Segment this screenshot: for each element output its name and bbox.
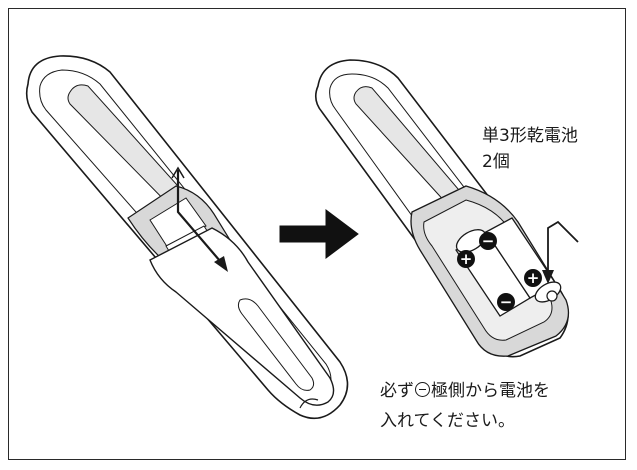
battery-type: 単3形乾電池 xyxy=(482,126,578,146)
plus-symbol: + xyxy=(527,269,540,287)
instruction-line-1-post: 極側から電池を xyxy=(431,381,550,401)
minus-terminal-icon xyxy=(415,382,430,397)
remote-right xyxy=(314,59,579,358)
minus-circle-icon: − xyxy=(497,293,515,311)
minus-circle-icon: − xyxy=(479,232,497,250)
right-arrow-icon xyxy=(279,209,359,259)
remote-left xyxy=(25,55,349,420)
instruction-line-1: 必ず極側から電池を xyxy=(380,376,550,406)
instruction-line-1-pre: 必ず xyxy=(380,381,414,401)
plus-symbol: + xyxy=(460,250,473,268)
insert-arrow-icon xyxy=(542,220,579,284)
slide-arrow-icon xyxy=(171,166,228,272)
plus-circle-icon: + xyxy=(524,269,542,287)
battery-label: 単3形乾電池 2個 xyxy=(482,123,578,175)
minus-symbol: − xyxy=(482,232,495,250)
minus-symbol: − xyxy=(500,293,513,311)
plus-circle-icon: + xyxy=(457,250,475,268)
battery-count: 2個 xyxy=(482,152,510,172)
instruction-text: 必ず極側から電池を 入れてください。 xyxy=(380,376,550,436)
instruction-line-2: 入れてください。 xyxy=(380,411,515,431)
